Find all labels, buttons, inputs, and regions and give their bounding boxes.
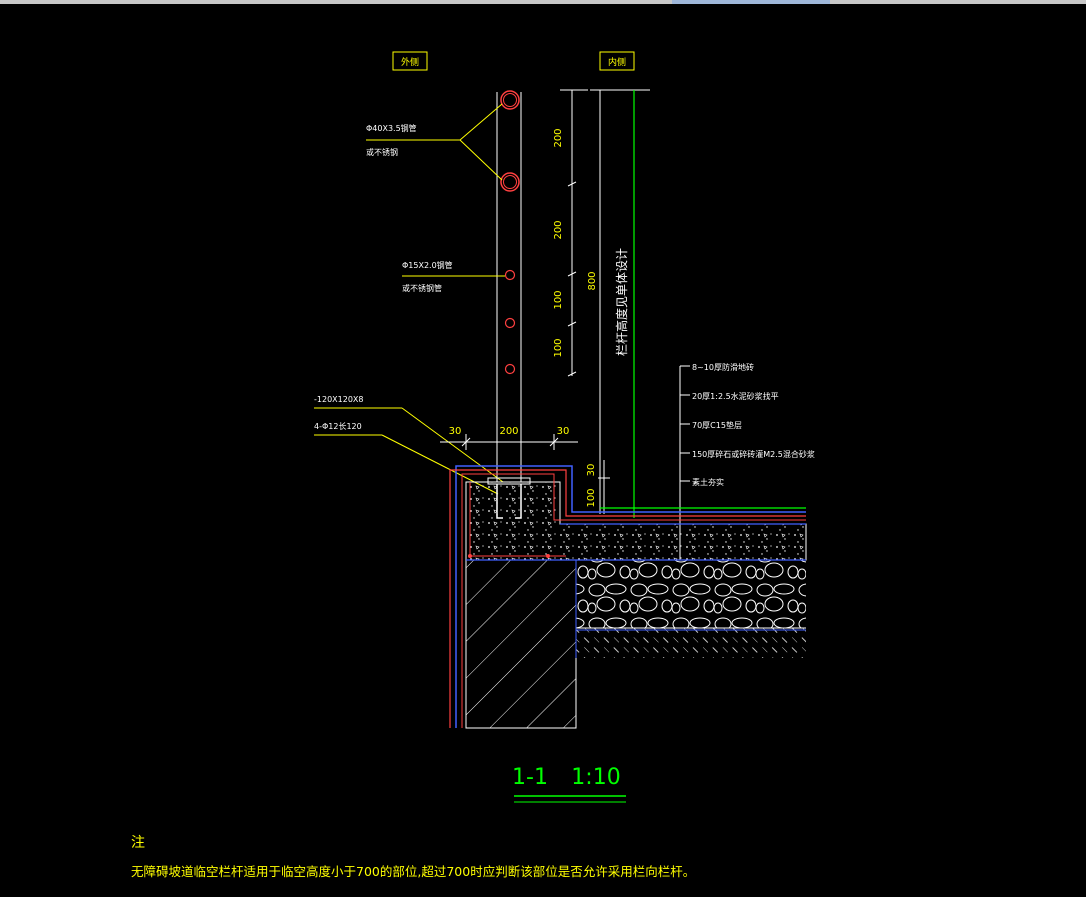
svg-text:内侧: 内侧 <box>608 56 626 68</box>
callout-plate: -120X120X8 <box>314 395 504 483</box>
svg-text:70厚C15垫层: 70厚C15垫层 <box>692 420 742 430</box>
svg-text:1:10: 1:10 <box>571 765 620 790</box>
svg-text:100: 100 <box>553 338 564 357</box>
svg-text:无障碍坡道临空栏杆适用于临空高度小于700的部位,超过700: 无障碍坡道临空栏杆适用于临空高度小于700的部位,超过700时应判断该部位是否允… <box>131 864 695 879</box>
svg-text:8~10厚防滑地砖: 8~10厚防滑地砖 <box>692 362 754 372</box>
svg-text:1-1: 1-1 <box>512 765 548 790</box>
concrete-curb <box>465 481 807 561</box>
svg-text:200: 200 <box>553 220 564 239</box>
svg-text:30: 30 <box>449 426 462 437</box>
label-outer-side: 外侧 <box>392 51 428 71</box>
svg-text:Φ15X2.0钢管: Φ15X2.0钢管 <box>402 260 453 270</box>
railing-post <box>496 92 522 482</box>
soil-layer <box>576 628 806 658</box>
svg-text:200: 200 <box>553 128 564 147</box>
anchor-bars <box>468 482 566 558</box>
svg-text:栏杆高度见单体设计: 栏杆高度见单体设计 <box>614 248 629 356</box>
cad-drawing-viewport[interactable]: 外侧 内侧 Φ40X3.5钢管 或不锈钢 Φ15X2.0钢管 或不锈钢管 -12… <box>0 4 1086 893</box>
svg-text:30: 30 <box>586 464 597 477</box>
window-tab-active[interactable] <box>672 0 830 4</box>
svg-text:150厚碎石或碎砖灌M2.5混合砂浆: 150厚碎石或碎砖灌M2.5混合砂浆 <box>692 449 815 459</box>
svg-text:100: 100 <box>586 488 597 507</box>
svg-text:素土夯实: 素土夯实 <box>692 477 724 487</box>
window-tab-strip <box>0 0 1086 4</box>
svg-text:Φ40X3.5钢管: Φ40X3.5钢管 <box>366 123 417 133</box>
svg-text:注: 注 <box>131 835 145 851</box>
cad-drawing-canvas: 外侧 内侧 Φ40X3.5钢管 或不锈钢 Φ15X2.0钢管 或不锈钢管 -12… <box>131 51 815 879</box>
railing-height-note: 栏杆高度见单体设计 <box>614 90 635 518</box>
railing-tubes <box>500 90 520 375</box>
svg-text:100: 100 <box>553 290 564 309</box>
callout-large-tube: Φ40X3.5钢管 或不锈钢 <box>366 103 503 181</box>
svg-text:20厚1:2.5水泥砂浆找平: 20厚1:2.5水泥砂浆找平 <box>692 391 779 401</box>
svg-text:30: 30 <box>557 426 570 437</box>
horizontal-dimension-chain: 30 200 30 <box>440 426 578 450</box>
svg-text:或不锈钢管: 或不锈钢管 <box>402 283 442 293</box>
section-title: 1-1 1:10 <box>512 765 626 803</box>
curb-height-dimension: 30 100 <box>586 460 610 514</box>
wall-section <box>465 559 577 729</box>
total-height-dimension: 800 <box>587 89 650 514</box>
svg-text:200: 200 <box>499 426 518 437</box>
svg-text:外侧: 外侧 <box>401 56 419 68</box>
label-inner-side: 内侧 <box>599 51 635 71</box>
svg-text:4-Φ12长120: 4-Φ12长120 <box>314 421 362 431</box>
gravel-layer <box>576 560 806 629</box>
notes: 注 无障碍坡道临空栏杆适用于临空高度小于700的部位,超过700时应判断该部位是… <box>131 835 695 879</box>
svg-text:或不锈钢: 或不锈钢 <box>366 147 398 157</box>
finish-lines <box>449 465 806 728</box>
svg-text:800: 800 <box>587 271 598 290</box>
callout-small-tube: Φ15X2.0钢管 或不锈钢管 <box>402 260 505 293</box>
vertical-dimension-chain: 200 200 100 100 <box>553 89 588 377</box>
base-plate <box>487 477 531 519</box>
svg-text:-120X120X8: -120X120X8 <box>314 395 363 404</box>
